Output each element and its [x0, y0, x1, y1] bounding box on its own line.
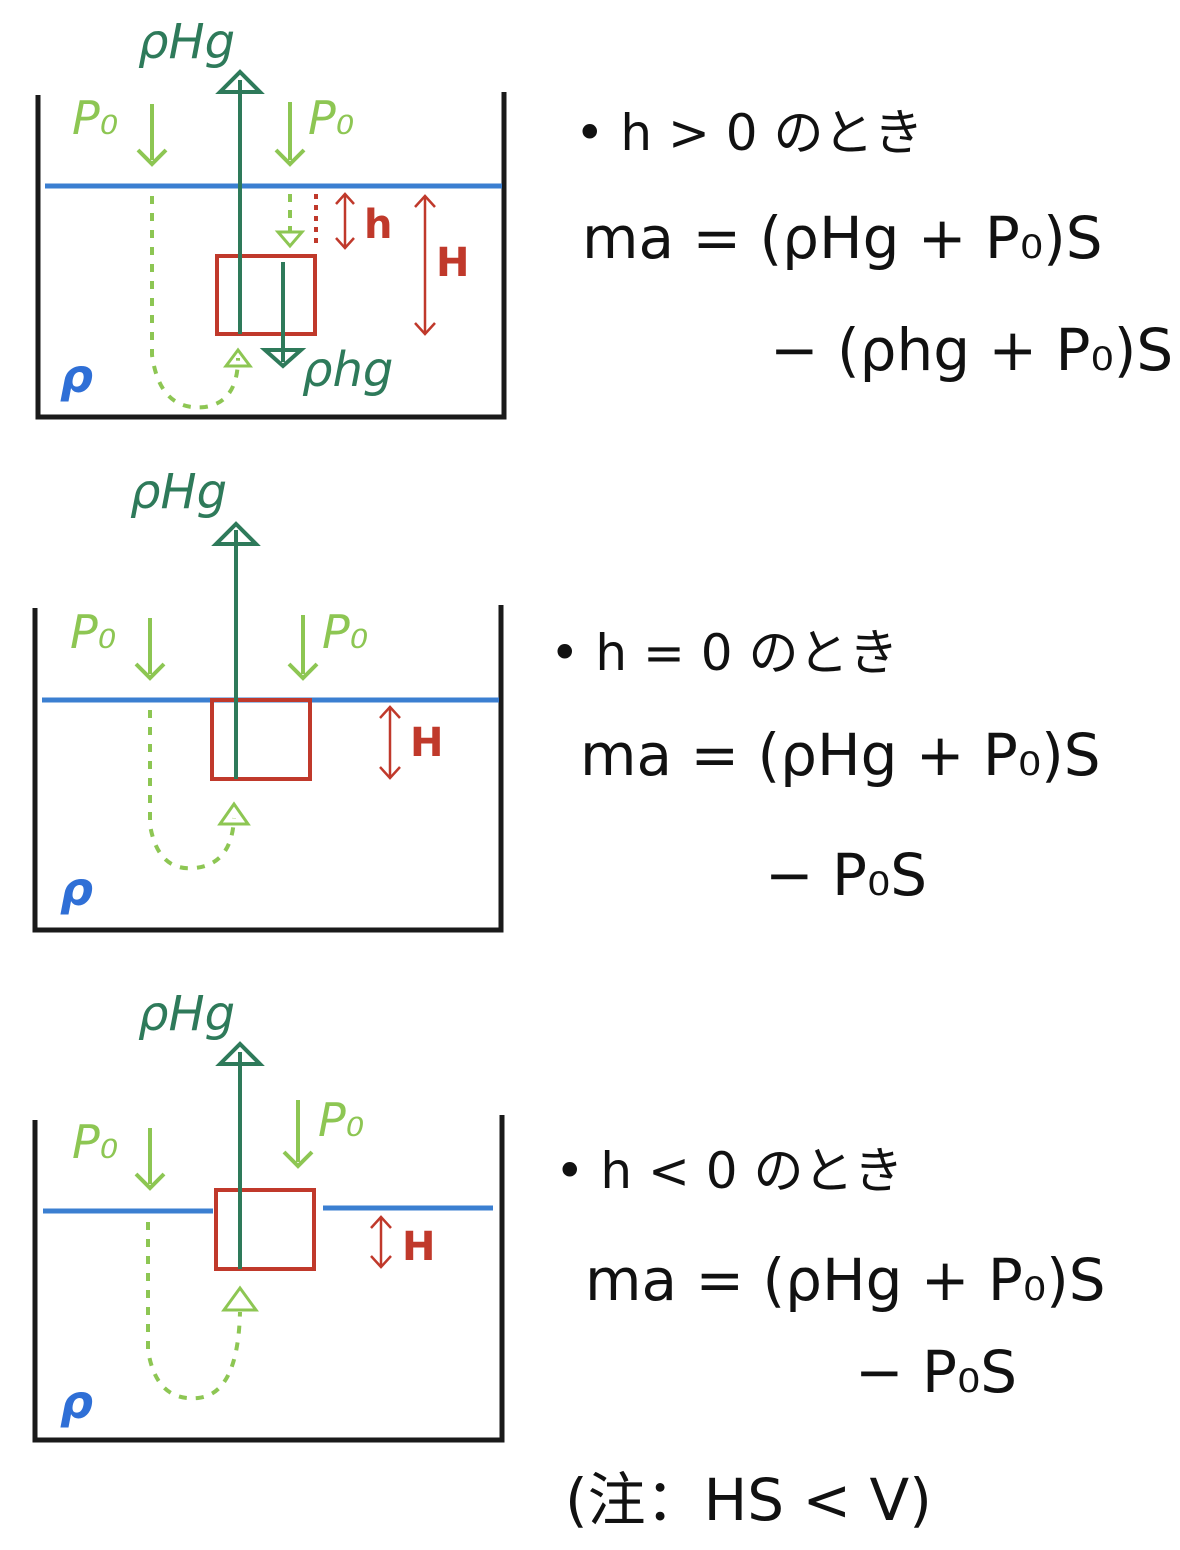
upward-force-label: ρHg	[138, 14, 235, 70]
rho-label: ρ	[60, 349, 93, 403]
condition-text: • h > 0 のとき	[575, 104, 923, 162]
atm-pressure-arrowhead-left	[134, 1172, 166, 1191]
downward-force-label: ρhg	[302, 342, 393, 398]
pressure-path-loop-arrowhead	[217, 801, 251, 826]
upward-force-arrowhead	[215, 1041, 265, 1066]
atm-pressure-label-left: P₀	[72, 91, 118, 145]
block	[215, 254, 317, 336]
pressure-path-loop-arrowhead	[223, 347, 253, 368]
atm-pressure-label-left: P₀	[72, 1115, 118, 1169]
atm-pressure-arrowhead-right	[287, 662, 319, 681]
rho-label: ρ	[60, 862, 93, 916]
pressure-path-loop	[150, 196, 240, 410]
pressure-path-loop	[146, 1222, 242, 1401]
atm-pressure-arrowhead-left	[134, 662, 166, 681]
equation-line-2: − P₀S	[855, 1338, 1017, 1406]
atm-pressure-label-right: P₀	[308, 91, 354, 145]
atm-pressure-arrowhead-right	[274, 148, 306, 167]
rho-label: ρ	[60, 1375, 93, 1429]
H-label: H	[410, 720, 443, 766]
tank-outline	[32, 1115, 505, 1443]
note-text: (注：HS < V)	[565, 1466, 932, 1534]
equation-line-1: ma = (ρHg + P₀)S	[585, 1246, 1106, 1314]
H-dimension-ends	[414, 194, 436, 336]
tank-outline	[35, 92, 507, 420]
pressure-path-loop-arrowhead	[221, 1285, 259, 1312]
upward-force-label: ρHg	[138, 986, 235, 1042]
downward-force-arrowhead	[259, 348, 307, 369]
upward-force-label: ρHg	[130, 464, 227, 520]
block	[210, 698, 312, 781]
condition-text: • h < 0 のとき	[555, 1142, 903, 1200]
H-dimension-ends	[379, 705, 401, 780]
h-dimension-ends	[335, 192, 355, 250]
atm-pressure-label-right: P₀	[322, 605, 368, 659]
atm-pressure-arrowhead-left	[136, 148, 168, 167]
atm-pressure-arrowhead-right	[282, 1150, 314, 1169]
H-label: H	[436, 240, 469, 286]
upward-force-arrowhead	[211, 521, 261, 546]
panel-h-positive: ρHg ρhg P₀ P₀ h H ρ • h > 0 のとき ma = (ρH…	[35, 14, 1173, 420]
tank-outline	[32, 605, 504, 933]
H-dimension-ends	[370, 1215, 392, 1269]
pressure-path-down-arrowhead	[274, 230, 306, 249]
block	[214, 1188, 316, 1271]
h-label: h	[364, 202, 392, 248]
equation-line-1: ma = (ρHg + P₀)S	[582, 204, 1103, 272]
atm-pressure-label-right: P₀	[318, 1093, 364, 1147]
panel-h-negative: ρHg P₀ P₀ H ρ • h < 0 のとき ma = (ρHg + P₀…	[32, 986, 1106, 1534]
equation-line-2: − P₀S	[765, 841, 927, 909]
atm-pressure-label-left: P₀	[70, 605, 116, 659]
equation-line-2: − (ρhg + P₀)S	[770, 316, 1173, 384]
panel-h-zero: ρHg P₀ P₀ H ρ • h = 0 のとき ma = (ρHg + P₀…	[32, 464, 1101, 933]
condition-text: • h = 0 のとき	[550, 624, 898, 682]
pressure-path-loop	[148, 710, 236, 871]
upward-force-arrowhead	[215, 69, 265, 94]
equation-line-1: ma = (ρHg + P₀)S	[580, 721, 1101, 789]
H-label: H	[402, 1224, 435, 1270]
